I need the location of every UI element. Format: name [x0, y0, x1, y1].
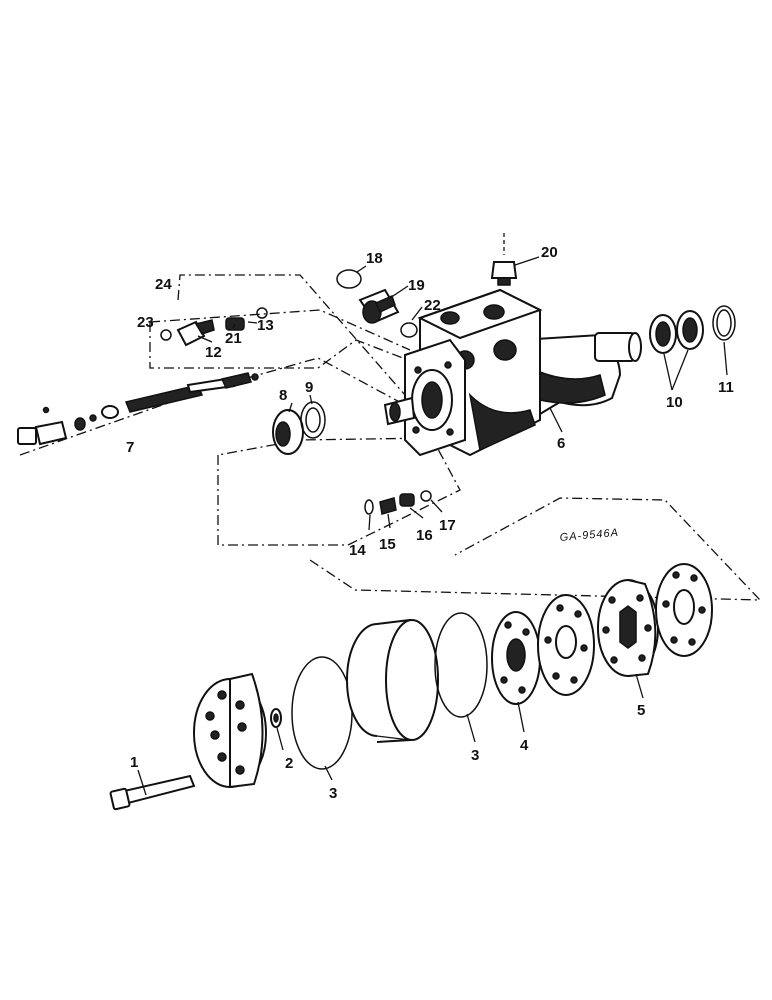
seal-8 [272, 409, 304, 455]
callout-17: 17 [439, 517, 456, 534]
callout-6: 6 [557, 435, 565, 452]
callout-3-rear: 3 [471, 747, 479, 764]
valve-parts-14-17 [364, 490, 432, 515]
group-outline-bottom [309, 497, 762, 601]
callout-19: 19 [408, 277, 425, 294]
callout-2: 2 [285, 755, 293, 772]
callout-13: 13 [257, 317, 274, 334]
callout-16: 16 [416, 527, 433, 544]
check-valve-19 [358, 288, 400, 324]
seal-ring-3-rear [434, 612, 488, 718]
ring-11 [712, 305, 736, 341]
callout-15: 15 [379, 536, 396, 553]
bearing-10-a [649, 314, 677, 354]
callout-18: 18 [366, 250, 383, 267]
callout-11: 11 [718, 379, 734, 396]
drawing-reference-code: GA-9546A [559, 527, 619, 544]
callout-4: 4 [520, 737, 529, 754]
callout-8: 8 [279, 387, 287, 404]
gerotor-5 [597, 579, 659, 677]
callout-9: 9 [305, 379, 313, 396]
callout-20: 20 [541, 244, 558, 261]
bolt-1 [109, 774, 196, 811]
callout-5: 5 [637, 702, 645, 719]
callout-21: 21 [225, 330, 242, 347]
spool-assembly-7 [17, 372, 259, 446]
plug-20 [490, 233, 518, 286]
callout-22: 22 [424, 297, 441, 314]
callout-14: 14 [349, 542, 366, 559]
rotor-plate-4 [491, 611, 541, 705]
spacer-sleeve [346, 618, 439, 743]
callout-3-front: 3 [329, 785, 337, 802]
washer-2 [270, 708, 282, 728]
callout-1: 1 [130, 754, 138, 771]
callout-12: 12 [205, 344, 222, 361]
end-cover-plate [193, 672, 267, 789]
washer-22 [400, 322, 418, 338]
group-outline-top [19, 274, 411, 456]
bearing-10-b [676, 310, 704, 350]
wear-plate [655, 563, 713, 657]
o-ring-18 [336, 269, 362, 289]
valve-body-housing [383, 288, 642, 457]
seal-ring-3-front [291, 656, 353, 770]
relief-valve-parts [160, 307, 268, 347]
callout-10: 10 [666, 394, 683, 411]
seal-9 [300, 401, 326, 439]
callout-23: 23 [137, 314, 154, 331]
leader-lines [137, 256, 728, 796]
callout-24: 24 [155, 276, 172, 293]
callout-7: 7 [126, 439, 134, 456]
port-plate [537, 594, 595, 696]
